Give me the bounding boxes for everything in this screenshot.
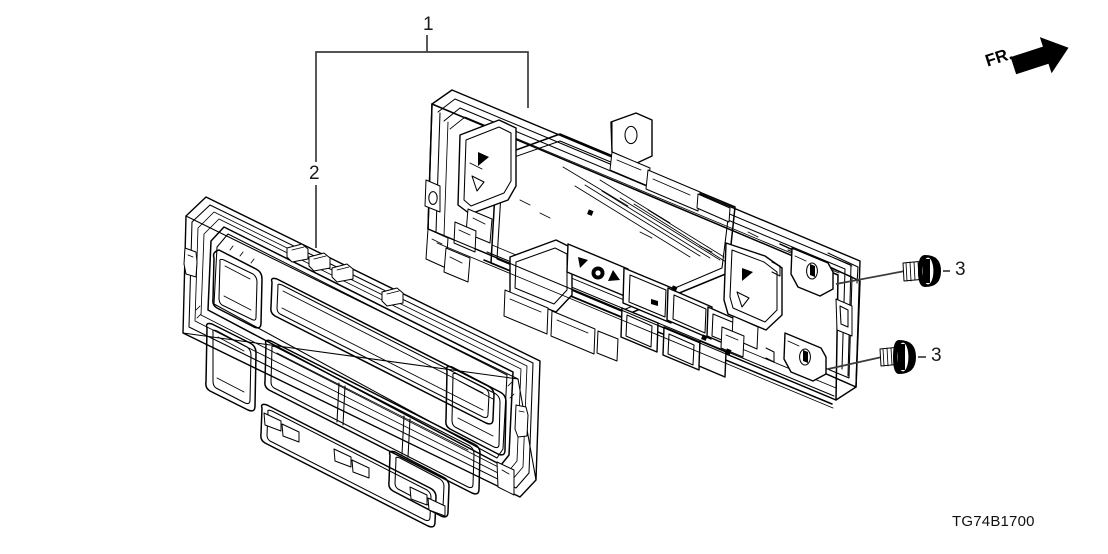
mounting-screw-upper	[835, 255, 950, 287]
fr-arrow-icon	[1010, 37, 1069, 75]
control-panel-bezel	[182, 196, 541, 528]
callout-1-leader	[315, 33, 529, 108]
callout-label-3-lower: 3	[928, 345, 945, 366]
diagram-part-number: TG74B1700	[952, 513, 1035, 530]
callout-label-1: 1	[420, 14, 437, 35]
heater-control-unit	[424, 89, 861, 409]
mounting-screw-lower	[827, 340, 926, 374]
callout-label-3-upper: 3	[952, 259, 969, 280]
callout-label-2: 2	[305, 162, 324, 185]
